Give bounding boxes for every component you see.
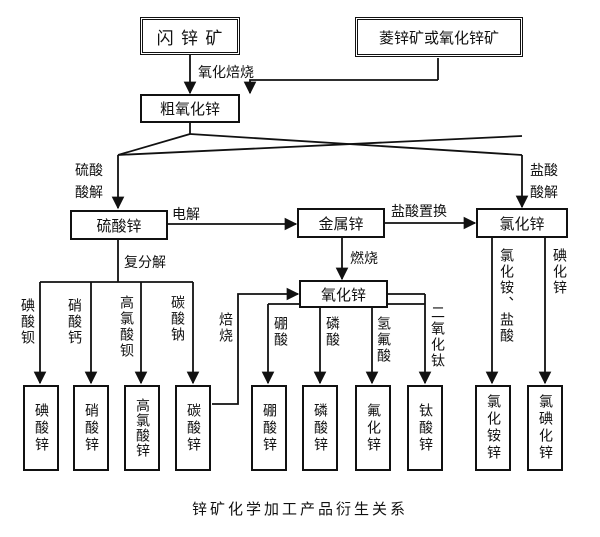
zinc-chloride-box: 氯化锌	[476, 208, 568, 238]
sphalerite-box: 闪 锌 矿	[140, 17, 240, 55]
boric-acid-label: 硼酸	[272, 316, 288, 348]
sodium-carbonate-label: 碳酸钠	[169, 295, 185, 343]
hydrofluoric-acid-label: 氢氟酸	[375, 316, 391, 364]
iodide-label: 碘化锌	[551, 248, 567, 296]
zinc-oxide-box: 氧化锌	[299, 280, 388, 308]
zinc-carbonate-box: 碳酸锌	[175, 385, 211, 471]
zinc-phosphate-box: 磷酸锌	[302, 385, 338, 471]
hydrochloric-acid-leach-label: 盐酸酸解	[530, 163, 558, 201]
diagram-caption: 锌矿化学加工产品衍生关系	[191, 500, 408, 518]
zinc-sulfate-box: 硫酸锌	[70, 210, 168, 240]
metallic-zinc-box: 金属锌	[297, 208, 385, 238]
zinc-nitrate-box: 硝酸锌	[73, 385, 109, 471]
phosphoric-acid-label: 磷酸	[324, 316, 340, 348]
barium-iodate-label: 碘酸钡	[19, 298, 35, 346]
zinc-fluoride-box: 氟化锌	[355, 385, 391, 471]
oxidizing-roast-label: 氧化焙烧	[198, 65, 254, 81]
hcl-displacement-label: 盐酸置换	[391, 204, 447, 220]
sulfuric-acid-leach-label: 硫酸酸解	[75, 163, 103, 201]
ammonium-zinc-chloride-box: 氯化铵锌	[475, 385, 511, 471]
crude-zinc-oxide-box: 粗氧化锌	[140, 94, 240, 123]
zinc-perchlorate-box: 高氯酸锌	[124, 385, 160, 471]
titanium-dioxide-label: 二氧化钛	[429, 305, 445, 369]
smithsonite-or-zinc-oxide-ore-box: 菱锌矿或氧化锌矿	[355, 17, 523, 57]
calcium-nitrate-label: 硝酸钙	[66, 298, 82, 346]
zinc-iodate-box: 碘酸锌	[23, 385, 59, 471]
roasting-label: 焙烧	[217, 312, 233, 344]
ammonium-chloride-hcl-label: 氯化铵、盐酸	[498, 248, 514, 344]
combustion-label: 燃烧	[350, 251, 378, 267]
double-decomposition-label: 复分解	[124, 255, 166, 271]
zinc-borate-box: 硼酸锌	[251, 385, 287, 471]
electrolysis-label: 电解	[172, 207, 200, 223]
zinc-chloride-iodide-box: 氯碘化锌	[527, 385, 563, 471]
zinc-titanate-box: 钛酸锌	[407, 385, 443, 471]
barium-perchlorate-label: 高氯酸钡	[118, 295, 134, 359]
